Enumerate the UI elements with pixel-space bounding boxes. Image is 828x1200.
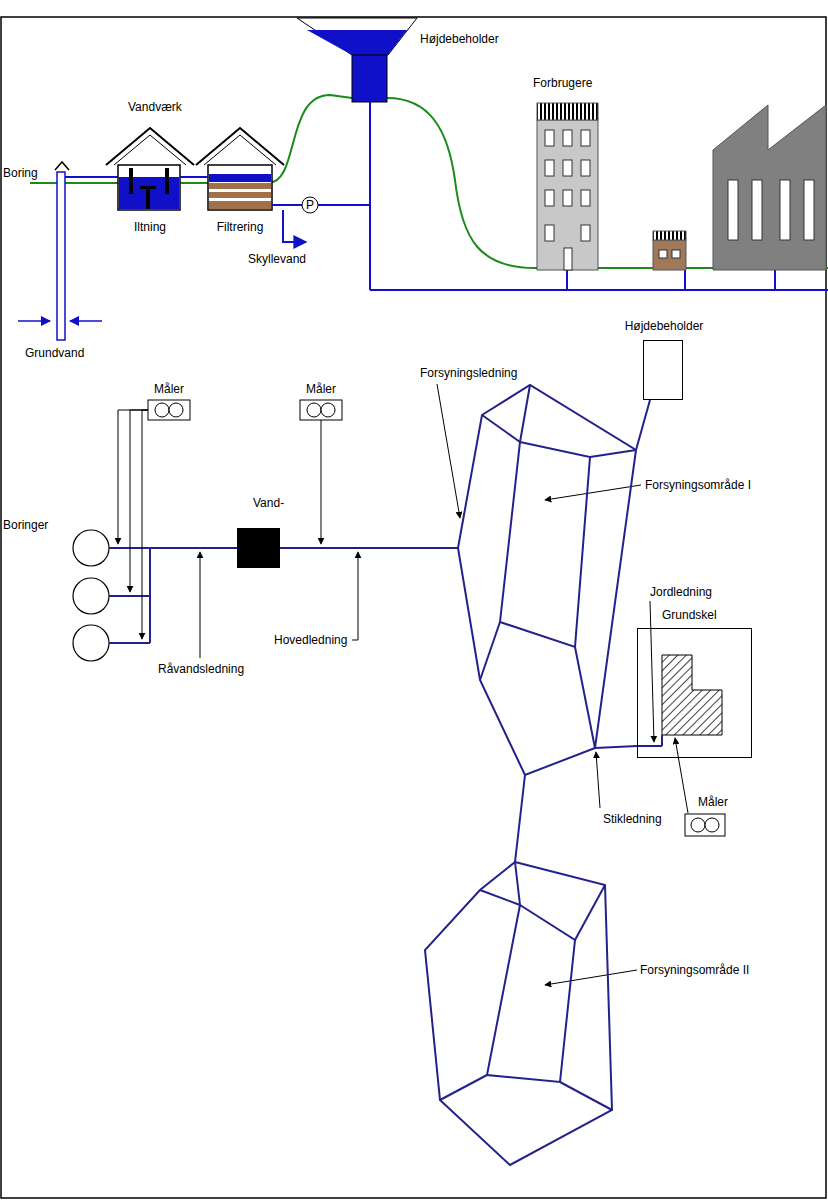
part-label: Råvandsledning xyxy=(158,662,244,676)
borehole xyxy=(18,162,118,340)
part-label: Jordledning xyxy=(650,585,712,599)
part-label: Måler xyxy=(154,382,184,396)
water-tower-box: Højdebeholder xyxy=(643,340,683,400)
node-heading: Vand- xyxy=(253,496,284,510)
pipe-connector xyxy=(595,746,637,748)
factory xyxy=(713,105,826,270)
water-tower xyxy=(297,18,828,290)
meter-symbol xyxy=(148,400,725,836)
pipe-connector xyxy=(280,547,458,549)
part-label: Filtrering xyxy=(217,220,264,234)
part-label: Vandværk xyxy=(128,100,182,114)
pipe-connector xyxy=(636,400,650,450)
property-boundary: Grundskel xyxy=(637,628,752,758)
part-label: Boringer xyxy=(3,518,48,532)
part-label: P xyxy=(306,198,314,212)
raw-water-pipe xyxy=(109,548,237,643)
supply-area: Forsyningsområde II xyxy=(425,860,615,1168)
part-label: Måler xyxy=(698,795,728,809)
ground-line xyxy=(30,95,828,268)
boreholes xyxy=(73,530,109,661)
leader-lines xyxy=(118,384,688,985)
part-label: Grundvand xyxy=(25,346,84,360)
area-outline xyxy=(425,860,615,1168)
supply-area: Forsyningsområde I xyxy=(455,382,640,778)
part-label: Boring xyxy=(3,166,38,180)
node-heading: Grundskel xyxy=(662,608,717,622)
part-label: Forbrugere xyxy=(533,76,592,90)
pump-and-pipes xyxy=(272,197,370,242)
part-label: Forsyningsledning xyxy=(420,366,517,380)
node-heading: Højdebeholder xyxy=(625,319,704,333)
area-outline xyxy=(455,382,640,778)
small-house xyxy=(653,231,686,270)
part-label: Iltning xyxy=(134,220,166,234)
part-label: Måler xyxy=(306,382,336,396)
house-plot xyxy=(637,655,722,746)
apartment-building xyxy=(537,103,598,270)
part-label: Højdebeholder xyxy=(420,32,499,46)
pipe-connector xyxy=(515,775,525,862)
node-heading: Forsyningsområde II xyxy=(640,963,749,977)
part-label: Hovedledning xyxy=(274,633,347,647)
part-label: Skyllevand xyxy=(248,252,306,266)
node-heading: Forsyningsområde I xyxy=(645,478,751,492)
frame xyxy=(1,17,826,1198)
filter-house xyxy=(180,128,284,210)
treatment-box: Vand- xyxy=(237,528,280,568)
part-label: Stikledning xyxy=(603,812,662,826)
aeration-house xyxy=(106,128,194,210)
